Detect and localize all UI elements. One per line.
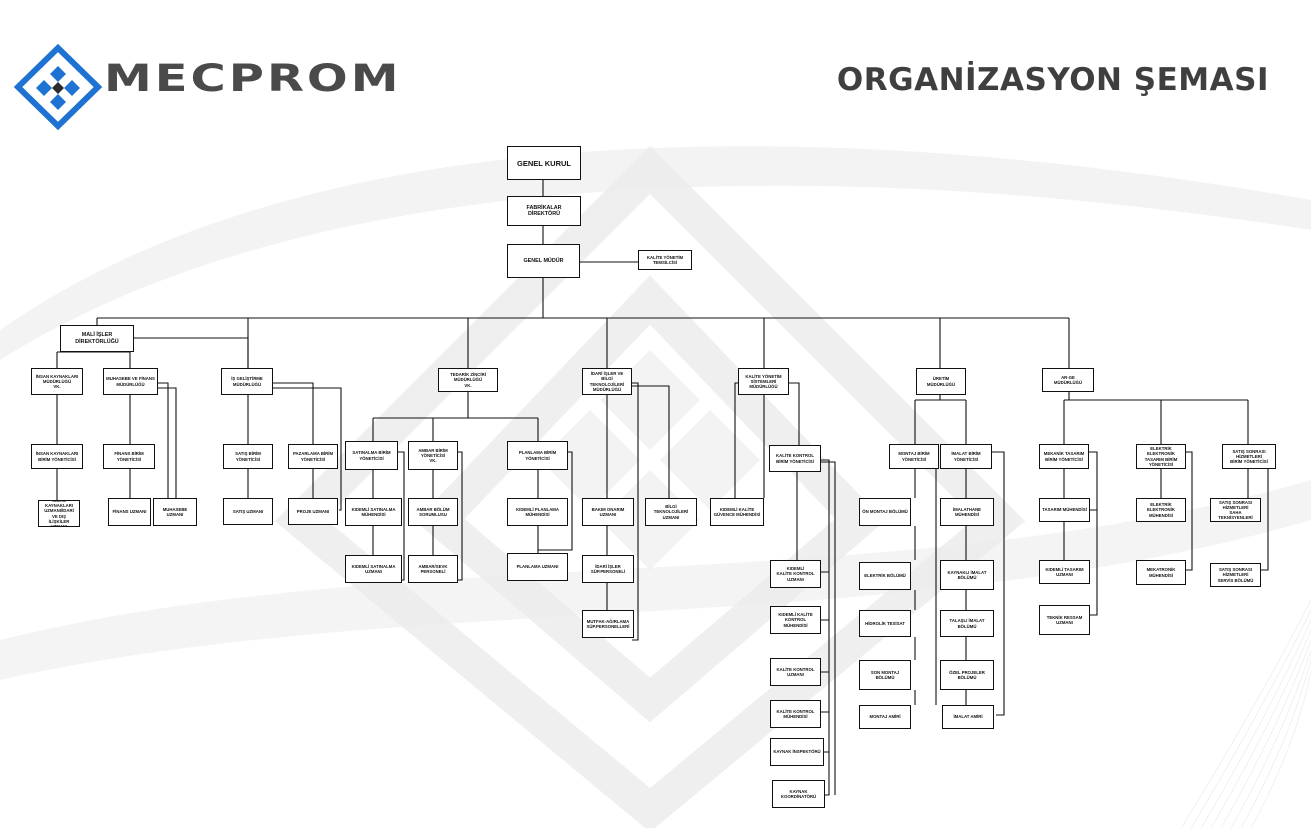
mecprom-logo xyxy=(14,44,103,130)
org-box-pazarlama-birim: PAZARLAMA BİRİM YÖNETİCİSİ xyxy=(288,444,338,469)
org-box-satis-sonrasi-teknisyen: SATIŞ SONRASI HİZMETLERİ SAHA TEKNİSYENL… xyxy=(1210,498,1261,522)
org-box-hidrolik-tesisat: HİDROLİK TESİSAT xyxy=(859,610,911,637)
org-box-elektrik-tasarim-birim: ELEKTRİK ELEKTRONİK TASARIM BİRİM YÖNETİ… xyxy=(1136,444,1186,469)
org-box-kalite-temsilcisi: KALİTE YÖNETİM TEMSİLCİSİ xyxy=(638,250,692,270)
org-box-satis-sonrasi-servis: SATIŞ SONRASI HİZMETLERİ SERVİS BÖLÜMÜ xyxy=(1210,563,1261,587)
org-box-elektrik-elektronik-muh: ELEKTRİK ELEKTRONİK MÜHENDİSİ xyxy=(1136,498,1186,522)
org-box-satis-sonrasi-birim: SATIŞ SONRASI HİZMETLERİ BİRİM YÖNETİCİS… xyxy=(1222,444,1276,469)
org-box-bilgi-teknolojileri: BİLGİ TEKNOLOJİLERİ UZMANI xyxy=(645,498,697,526)
brand-wordmark: MECPROM xyxy=(104,56,402,101)
org-box-talasli-imalat: TALAŞLI İMALAT BÖLÜMÜ xyxy=(940,610,994,637)
org-box-muhasebe-uzmani: MUHASEBE UZMANI xyxy=(153,498,197,526)
org-box-tasarim-muhendisi: TASARIM MÜHENDİSİ xyxy=(1039,498,1090,522)
org-box-imalat-amiri: İMALAT AMİRİ xyxy=(942,705,994,729)
org-box-ambar-birim: AMBAR BİRİM YÖNETİCİSİ VK. xyxy=(408,441,458,470)
org-box-ik-uzmani: İNSAN KAYNAKLARI UZMANI/İDARİ VE DIŞ İLİ… xyxy=(38,500,80,527)
org-box-kaynak-inspektoru: KAYNAK İNSPEKTÖRÜ xyxy=(770,738,824,766)
org-box-bakim-onarim: BAKIM ONARIM UZMANI xyxy=(582,498,634,526)
org-box-insan-kaynaklari-mudurlugu: İNSAN KAYNAKLARI MÜDÜRLÜĞÜ VK. xyxy=(31,368,83,395)
org-box-mutfak-personeli: MUTFAK-AĞIRLAMA SÜP.PERSONELLERİ xyxy=(582,610,634,638)
org-box-insan-kaynaklari-birim: İNSAN KAYNAKLARI BİRİM YÖNETİCİSİ xyxy=(31,444,83,469)
org-box-montaj-birim: MONTAJ BİRİM YÖNETİCİSİ xyxy=(889,444,939,469)
org-box-planlama-birim: PLANLAMA BİRİM YÖNETİCİSİ xyxy=(507,441,568,470)
org-box-imalathane-muh: İMALATHANE MÜHENDİSİ xyxy=(940,498,994,526)
org-box-finans-birim: FİNANS BİRİM YÖNETİCİSİ xyxy=(103,444,155,469)
org-box-kidemli-satinalma-muh: KIDEMLİ SATINALMA MÜHENDİSİ xyxy=(345,498,402,526)
org-box-arge: AR-GE MÜDÜRLÜĞÜ xyxy=(1042,368,1094,392)
org-box-is-gelistirme: İŞ GELİŞTİRME MÜDÜRLÜĞÜ xyxy=(221,368,273,395)
org-box-satinalma-birim: SATINALMA BİRİM YÖNETİCİSİ xyxy=(345,441,398,470)
page-title: ORGANİZASYON ŞEMASI xyxy=(836,62,1269,98)
org-box-kk-uzmani: KALİTE KONTROL UZMANI xyxy=(770,658,821,686)
org-box-muhasebe-finans: MUHASEBE VE FİNANS MÜDÜRLÜĞÜ xyxy=(103,368,158,395)
org-box-ozel-projeler: ÖZEL PROJELER BÖLÜMÜ xyxy=(940,660,994,690)
org-box-satis-uzmani: SATIŞ UZMANI xyxy=(223,498,273,525)
org-box-teknik-ressam-uzmani: TEKNİK RESSAM UZMANI xyxy=(1039,605,1090,635)
org-box-kidemli-satinalma-uzm: KIDEMLİ SATINALMA UZMANI xyxy=(345,555,402,583)
org-box-fabrikalar-direktoru: FABRİKALAR DİREKTÖRÜ xyxy=(507,196,581,226)
org-box-genel-mudur: GENEL MÜDÜR xyxy=(507,244,580,278)
org-box-imalat-birim: İMALAT BİRİM YÖNETİCİSİ xyxy=(940,444,992,469)
org-box-kalite-guvence-muh: KIDEMLİ KALİTE GÜVENCE MÜHENDİSİ xyxy=(710,498,764,526)
org-box-kidemli-kk-muh: KIDEMLİ KALİTE KONTROL MÜHENDİSİ xyxy=(770,606,821,634)
org-box-ambar-personeli: AMBAR/SEVK PERSONELİ xyxy=(408,555,458,583)
org-box-genel-kurul: GENEL KURUL xyxy=(507,146,581,180)
org-box-montaj-amiri: MONTAJ AMİRİ xyxy=(859,705,911,729)
org-box-kidemli-kk-uzmani: KIDEMLİ KALİTE KONTROL UZMANI xyxy=(770,560,821,588)
org-box-kidemli-tasarim-uzmani: KIDEMLİ TASARIM UZMANI xyxy=(1039,560,1090,584)
org-box-on-montaj: ÖN MONTAJ BÖLÜMÜ xyxy=(859,498,911,526)
org-box-kaynak-koordinatoru: KAYNAK KOORDİNATÖRÜ xyxy=(772,780,825,808)
org-box-mekatronik-muh: MEKATRONİK MÜHENDİSİ xyxy=(1136,560,1186,585)
org-box-elektrik-bolumu: ELEKTRİK BÖLÜMÜ xyxy=(859,562,911,590)
org-box-proje-uzmani: PROJE UZMANI xyxy=(288,498,338,525)
org-box-idari-isler: İDARİ İŞLER VE BİLGİ TEKNOLOJİLERİ MÜDÜR… xyxy=(582,368,632,395)
org-box-tedarik-zinciri: TEDARİK ZİNCİRİ MÜDÜRLÜĞÜ VK. xyxy=(438,368,498,392)
org-box-finans-uzmani: FİNANS UZMANI xyxy=(108,498,151,526)
org-box-kalite-kontrol-birim: KALİTE KONTROL BİRİM YÖNETİCİSİ xyxy=(769,445,821,472)
org-box-mali-isler: MALİ İŞLER DİREKTÖRLÜĞÜ xyxy=(60,325,134,352)
org-box-kalite-yonetim: KALİTE YÖNETİM SİSTEMLERİ MÜDÜRLÜĞÜ xyxy=(738,368,789,395)
org-box-son-montaj: SON MONTAJ BÖLÜMÜ xyxy=(859,660,911,690)
org-box-ambar-bolum-sorumlusu: AMBAR BÖLÜM SORUMLUSU xyxy=(408,498,458,526)
org-box-kidemli-planlama-muh: KIDEMLİ PLANLAMA MÜHENDİSİ xyxy=(507,498,568,526)
org-box-planlama-uzmani: PLANLAMA UZMANI xyxy=(507,553,568,581)
org-box-satis-birim: SATIŞ BİRİM YÖNETİCİSİ xyxy=(223,444,273,469)
org-box-idari-isler-personeli: İDARİ İŞLER SÜP.PERSONELİ xyxy=(582,555,634,583)
org-box-kk-muhendisi: KALİTE KONTROL MÜHENDİSİ xyxy=(770,700,821,728)
org-box-uretim: ÜRETİM MÜDÜRLÜĞÜ xyxy=(916,368,966,395)
org-box-kaynakli-imalat: KAYNAKLI İMALAT BÖLÜMÜ xyxy=(940,560,994,590)
org-box-mekanik-tasarim-birim: MEKANİK TASARIM BİRİM YÖNETİCİSİ xyxy=(1039,444,1089,469)
